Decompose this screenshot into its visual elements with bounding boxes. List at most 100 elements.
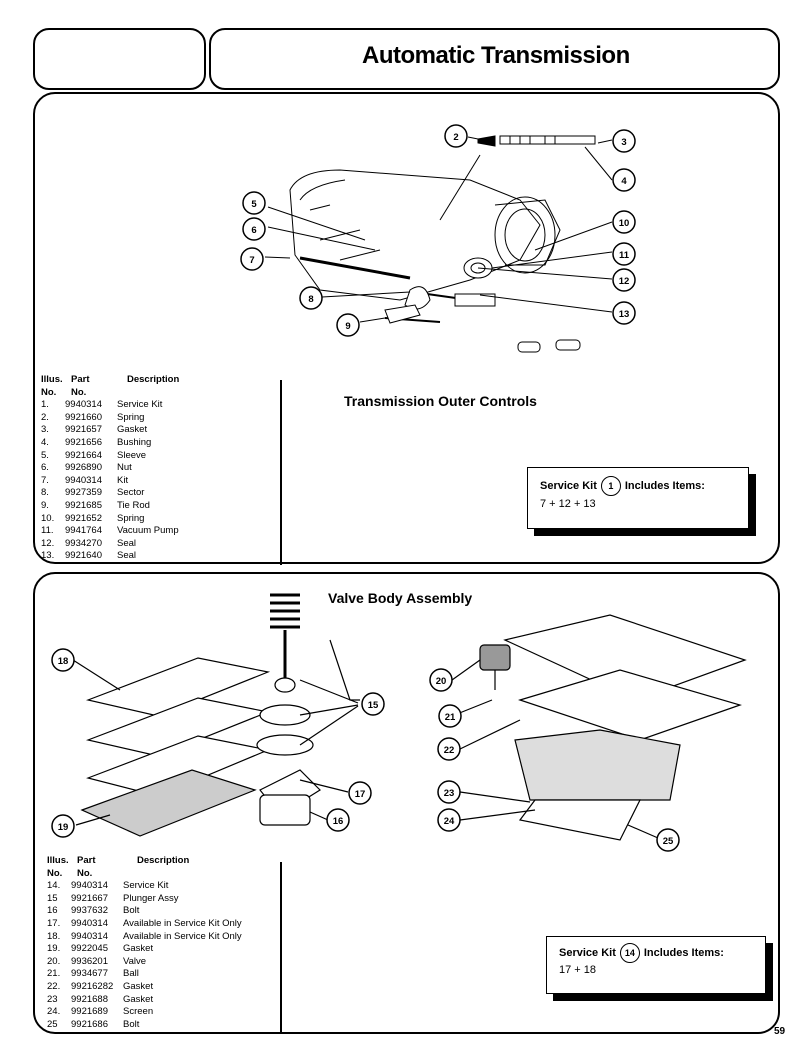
part-number: 9940314 — [71, 880, 108, 892]
illus-number: 16 — [47, 905, 58, 917]
header-left-box — [33, 28, 206, 90]
outer-controls-panel — [33, 92, 780, 564]
description: Available in Service Kit Only — [123, 917, 242, 929]
table-row: 16 9937632 Bolt — [47, 905, 242, 918]
illus-number: 8. — [41, 487, 49, 499]
description: Vacuum Pump — [117, 525, 179, 537]
table-row: 2. 9921660 Spring — [41, 412, 179, 425]
description: Sleeve — [117, 449, 147, 461]
description: Service Kit — [123, 880, 169, 892]
outer-heading: Transmission Outer Controls — [344, 393, 537, 409]
illus-number: 1. — [41, 399, 49, 411]
table-row: 15 9921667 Plunger Assy — [47, 893, 242, 906]
part-number: 9921652 — [65, 512, 102, 524]
table-row: 9. 9921685 Tie Rod — [41, 500, 179, 513]
illus-number: 9. — [41, 499, 49, 511]
part-number: 9921689 — [71, 1006, 108, 1018]
part-number: 9941764 — [65, 525, 102, 537]
part-number: 9921657 — [65, 424, 102, 436]
part-number: 9921660 — [65, 411, 102, 423]
illus-number: 10. — [41, 512, 55, 524]
illus-number: 13. — [41, 550, 55, 562]
description: Service Kit — [117, 399, 163, 411]
part-number: 9921688 — [71, 993, 108, 1005]
part-number: 9921667 — [71, 892, 108, 904]
header-title-box — [209, 28, 780, 90]
valve-body-panel — [33, 572, 780, 1034]
part-number: 9940314 — [65, 399, 102, 411]
valve-divider — [280, 862, 282, 1032]
description: Spring — [117, 512, 145, 524]
description: Sector — [117, 487, 145, 499]
illus-number: 15 — [47, 892, 58, 904]
table-row: 8. 9927359 Sector — [41, 487, 179, 500]
part-number: 9940314 — [71, 930, 108, 942]
part-number: 99216282 — [71, 980, 114, 992]
description: Gasket — [123, 993, 154, 1005]
part-number: 9921686 — [71, 1018, 108, 1030]
part-number: 9940314 — [71, 917, 108, 929]
part-number: 9940314 — [65, 474, 102, 486]
table-row: 3. 9921657 Gasket — [41, 424, 179, 437]
page-number: 59 — [774, 1026, 786, 1037]
description: Bushing — [117, 436, 152, 448]
illus-number: 23 — [47, 993, 58, 1005]
illus-number: 5. — [41, 449, 49, 461]
illus-number: 2. — [41, 411, 49, 423]
valve-heading: Valve Body Assembly — [328, 590, 473, 606]
illus-number: 20. — [47, 955, 61, 967]
table-row: 13. 9921640 Seal — [41, 550, 179, 563]
part-number: 9934270 — [65, 537, 102, 549]
table-row: 19. 9922045 Gasket — [47, 943, 242, 956]
part-number: 9936201 — [71, 955, 108, 967]
description: Seal — [117, 550, 137, 562]
illus-number: 18. — [47, 930, 61, 942]
part-number: 9921656 — [65, 436, 102, 448]
illus-number: 22. — [47, 980, 61, 992]
description: Plunger Assy — [123, 892, 179, 904]
table-row: 22. 99216282 Gasket — [47, 981, 242, 994]
description: Ball — [123, 968, 139, 980]
outer-parts-table: Illus. Part Description No. No. 1.994031… — [41, 374, 180, 563]
table-row: 5. 9921664 Sleeve — [41, 450, 179, 463]
part-number: 9937632 — [71, 905, 108, 917]
part-number: 9927359 — [65, 487, 102, 499]
part-number: 9922045 — [71, 943, 108, 955]
table-row: 1. 9940314 Service Kit — [41, 399, 179, 412]
description: Seal — [117, 537, 137, 549]
kit-number-badge: 1 — [600, 476, 621, 496]
illus-number: 17. — [47, 917, 61, 929]
description: Tie Rod — [117, 499, 150, 511]
part-number: 9926890 — [65, 462, 102, 474]
description: Gasket — [123, 943, 154, 955]
illus-number: 4. — [41, 436, 49, 448]
illus-number: 12. — [41, 537, 55, 549]
description: Gasket — [117, 424, 148, 436]
outer-divider — [280, 380, 282, 565]
description: Spring — [117, 411, 145, 423]
table-row: 4. 9921656 Bushing — [41, 437, 179, 450]
illus-number: 6. — [41, 462, 49, 474]
illus-number: 7. — [41, 474, 49, 486]
description: Kit — [117, 474, 129, 486]
illus-number: 24. — [47, 1006, 61, 1018]
page-title: Automatic Transmission — [362, 42, 630, 69]
part-number: 9921640 — [65, 550, 102, 562]
illus-number: 3. — [41, 424, 49, 436]
part-number: 9921664 — [65, 449, 102, 461]
illus-number: 19. — [47, 943, 61, 955]
illus-number: 21. — [47, 968, 61, 980]
table-row: 17. 9940314 Available in Service Kit Only — [47, 918, 242, 931]
description: Bolt — [123, 905, 140, 917]
description: Gasket — [123, 980, 154, 992]
part-number: 9921685 — [65, 499, 102, 511]
